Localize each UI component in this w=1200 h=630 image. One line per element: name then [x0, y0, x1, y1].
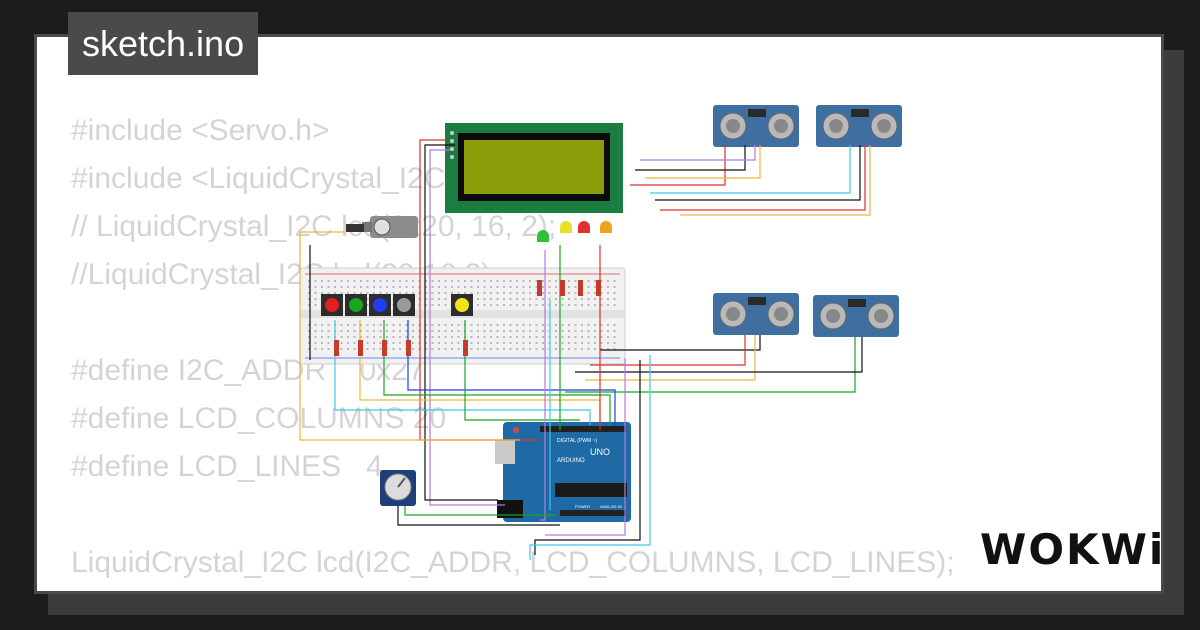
arduino-brand: ARDUINO: [557, 458, 585, 464]
arduino-power-label: POWER: [575, 504, 590, 509]
code-line: #define LCD_LINES 4: [71, 450, 383, 483]
lcd-display: [445, 123, 623, 213]
code-line: LiquidCrystal_I2C lcd(I2C_ADDR, LCD_COLU…: [71, 546, 955, 579]
ultrasonic-sensor: [813, 295, 899, 337]
code-line: #include <Servo.h>: [71, 114, 330, 147]
push-button-red: [321, 294, 343, 316]
arduino-model: UNO: [590, 447, 610, 457]
arduino-uno-board: DIGITAL (PWM ~) ARDUINO UNO POWER ANALOG…: [495, 422, 631, 522]
wires: [299, 139, 871, 560]
ultrasonic-sensor: [713, 293, 799, 335]
code-line: #define LCD_COLUMNS 20: [71, 402, 447, 435]
code-line: #define I2C_ADDR 0x27: [71, 354, 425, 387]
push-button-green: [345, 294, 367, 316]
ultrasonic-sensor: [816, 105, 902, 147]
resistors: [334, 280, 601, 356]
led-yellow: [560, 221, 572, 233]
wokwi-logo: WOKWi: [980, 525, 1166, 574]
push-button-gray: [393, 294, 415, 316]
led-green: [537, 230, 549, 242]
push-button-yellow: [451, 294, 473, 316]
ultrasonic-sensor: [713, 105, 799, 147]
file-title-tab[interactable]: sketch.ino: [68, 12, 259, 75]
potentiometer: [380, 470, 416, 506]
code-line: #include <LiquidCrystal_I2C.h>: [71, 162, 488, 195]
servo-motor: [346, 216, 418, 238]
push-button-blue: [369, 294, 391, 316]
arduino-analog-label: ANALOG IN: [600, 504, 622, 509]
led-red: [578, 221, 590, 233]
arduino-header-label: DIGITAL (PWM ~): [557, 438, 597, 444]
led-orange: [600, 221, 612, 233]
